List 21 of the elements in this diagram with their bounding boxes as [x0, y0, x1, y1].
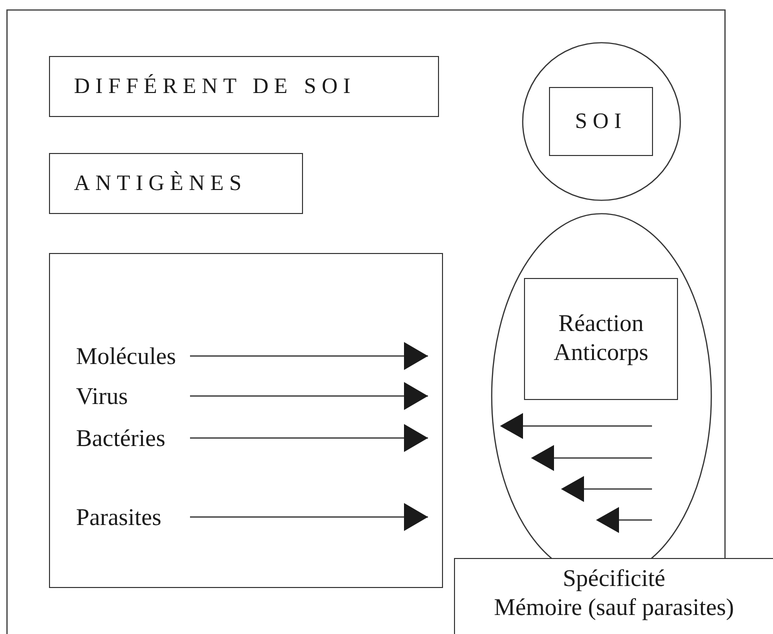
node-text: ANTIGÈNES — [74, 170, 247, 197]
node-text: Virus — [76, 382, 129, 412]
frame-box — [49, 253, 443, 588]
text-box — [549, 87, 653, 156]
node-text: DIFFÉRENT DE SOI — [74, 73, 356, 100]
text-box — [524, 278, 678, 400]
text-box — [49, 153, 303, 214]
node-text: Molécules — [76, 342, 177, 372]
circle-shape — [522, 42, 681, 201]
arrow — [190, 382, 428, 410]
node-text: Mémoire (sauf parasites) — [494, 594, 734, 623]
arrow — [190, 342, 428, 370]
node-text: Spécificité — [562, 565, 666, 594]
node-text: SOI — [575, 108, 627, 135]
arrow — [190, 503, 428, 531]
node-text: Réaction Anticorps — [552, 310, 650, 368]
node-text: Bactéries — [76, 424, 166, 454]
node-text: Parasites — [76, 504, 162, 532]
text-box — [49, 56, 439, 117]
text-panel — [454, 558, 773, 634]
arrow — [190, 424, 428, 452]
